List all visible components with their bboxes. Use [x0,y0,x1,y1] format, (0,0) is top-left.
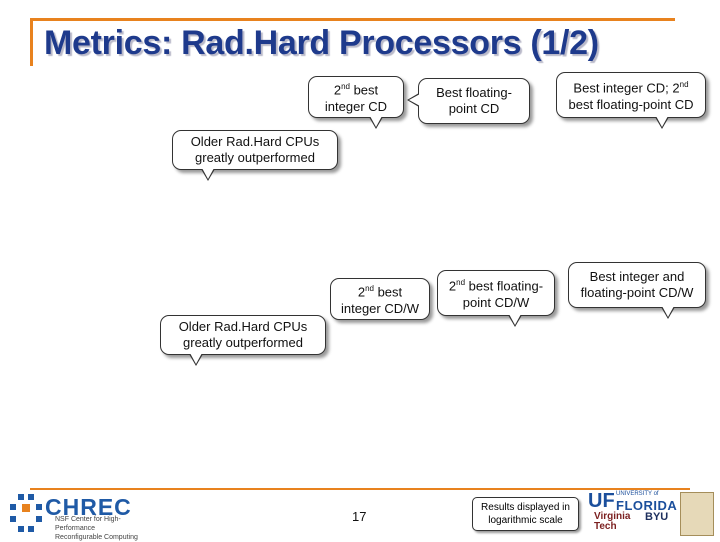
callout-best-floating-point-cd: Best floating-point CD [407,78,530,124]
title-frame-left [30,18,33,66]
callout-second-best-floating-point-cdw: 2nd best floating-point CD/W [437,270,555,327]
chrec-name: CHREC [45,494,132,520]
george-washington-portrait-logo [680,492,714,536]
title-frame-top [30,18,675,21]
slide-title: Metrics: Rad.Hard Processors (1/2) [44,24,599,62]
byu-logo: BYU [645,511,669,523]
page-number: 17 [352,509,367,524]
footer-divider [30,488,690,490]
chrec-logo [8,492,158,534]
